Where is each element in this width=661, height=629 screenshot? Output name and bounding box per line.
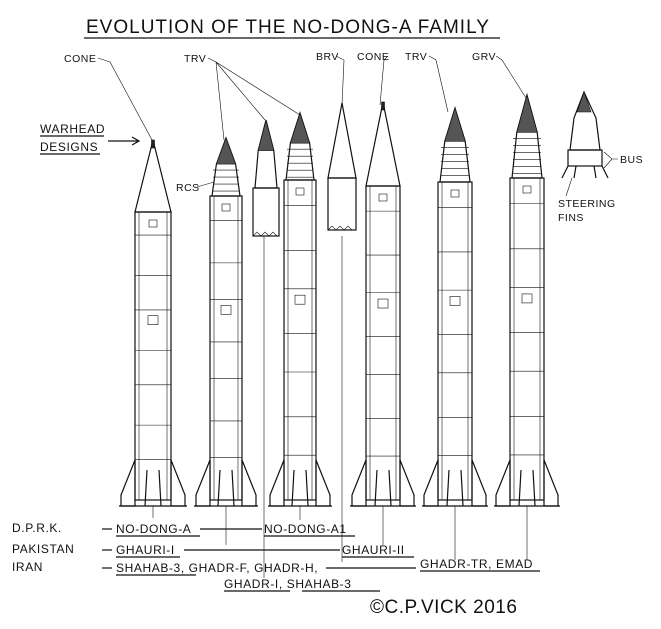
label-cone-2: CONE [357, 51, 389, 63]
credit: ©C.P.VICK 2016 [370, 597, 517, 618]
label-bus: BUS [620, 154, 643, 166]
fin-left [495, 459, 511, 507]
name-nodong-a1: NO-DONG-A1 [264, 522, 347, 536]
name-ghauri-2: GHAURI-II [342, 543, 405, 557]
rocket-body [209, 195, 243, 501]
leader-grv [495, 55, 527, 99]
rocket-6 [494, 92, 560, 507]
fin-left [351, 459, 367, 507]
rocket-3 [268, 111, 332, 507]
label-steering: STEERING [558, 198, 616, 210]
label-designs: DESIGNS [40, 140, 98, 154]
bus-body [567, 149, 603, 167]
fin-right [399, 459, 415, 507]
fin-right [315, 459, 331, 507]
label-grv: GRV [472, 51, 496, 63]
leader-trv-1 [207, 57, 301, 141]
rockets [119, 90, 609, 507]
steering-fins-icon [561, 165, 609, 179]
country-iran: IRAN [12, 560, 43, 574]
fin-right [543, 459, 559, 507]
rocket-4 [350, 101, 416, 507]
fin-left [269, 459, 285, 507]
arrow-warhead [108, 136, 141, 146]
country-pakistan: PAKISTAN [12, 542, 74, 556]
label-rcs: RCS [176, 182, 200, 194]
fin-left [120, 459, 136, 507]
country-dprk: D.P.R.K. [12, 521, 62, 535]
leader-bus [603, 151, 618, 169]
leader-cone-2 [379, 55, 389, 106]
section-body [252, 187, 280, 237]
rocket-body [365, 185, 401, 501]
label-cone-1: CONE [64, 53, 96, 65]
label-trv-2: TRV [405, 51, 427, 63]
name-nodong-a: NO-DONG-A [116, 522, 191, 536]
label-warhead: WARHEAD [40, 122, 105, 136]
fin-left [423, 459, 439, 507]
section-body [327, 177, 357, 231]
leader-brv [335, 55, 345, 106]
rocket-5 [422, 105, 488, 507]
nose-cone [327, 102, 357, 179]
rocket-body [283, 179, 317, 501]
warhead-section-2 [327, 102, 357, 231]
leader-rcs [196, 181, 215, 188]
rocket-1 [119, 139, 187, 507]
leader-cone-1 [97, 57, 153, 141]
diagram-title: EVOLUTION OF THE NO-DONG-A FAMILY [86, 17, 490, 38]
rocket-body [134, 211, 172, 501]
name-ghadr-tr-emad: GHADR-TR, EMAD [420, 557, 533, 571]
name-ghadr-1-shahab: GHADR-I, SHAHAB-3 [224, 577, 352, 591]
rocket-body [509, 177, 545, 501]
label-trv-1: TRV [184, 53, 206, 65]
fin-right [471, 459, 487, 507]
leader-steering-fins [565, 177, 573, 197]
nose-cone [134, 139, 172, 213]
label-fins: FINS [558, 212, 584, 224]
fin-right [241, 459, 257, 507]
nose-cone [365, 101, 401, 187]
rocket-body [437, 181, 473, 501]
warhead-section-1 [252, 119, 280, 237]
name-ghauri-1: GHAURI-I [116, 543, 175, 557]
grv-bus [561, 90, 609, 179]
rocket-2 [194, 136, 258, 507]
name-shahab-ghadr: SHAHAB-3, GHADR-F, GHADR-H, [116, 561, 318, 575]
fin-right [170, 459, 186, 507]
fin-left [195, 459, 211, 507]
label-brv: BRV [316, 51, 339, 63]
leader-trv-2 [428, 55, 449, 113]
